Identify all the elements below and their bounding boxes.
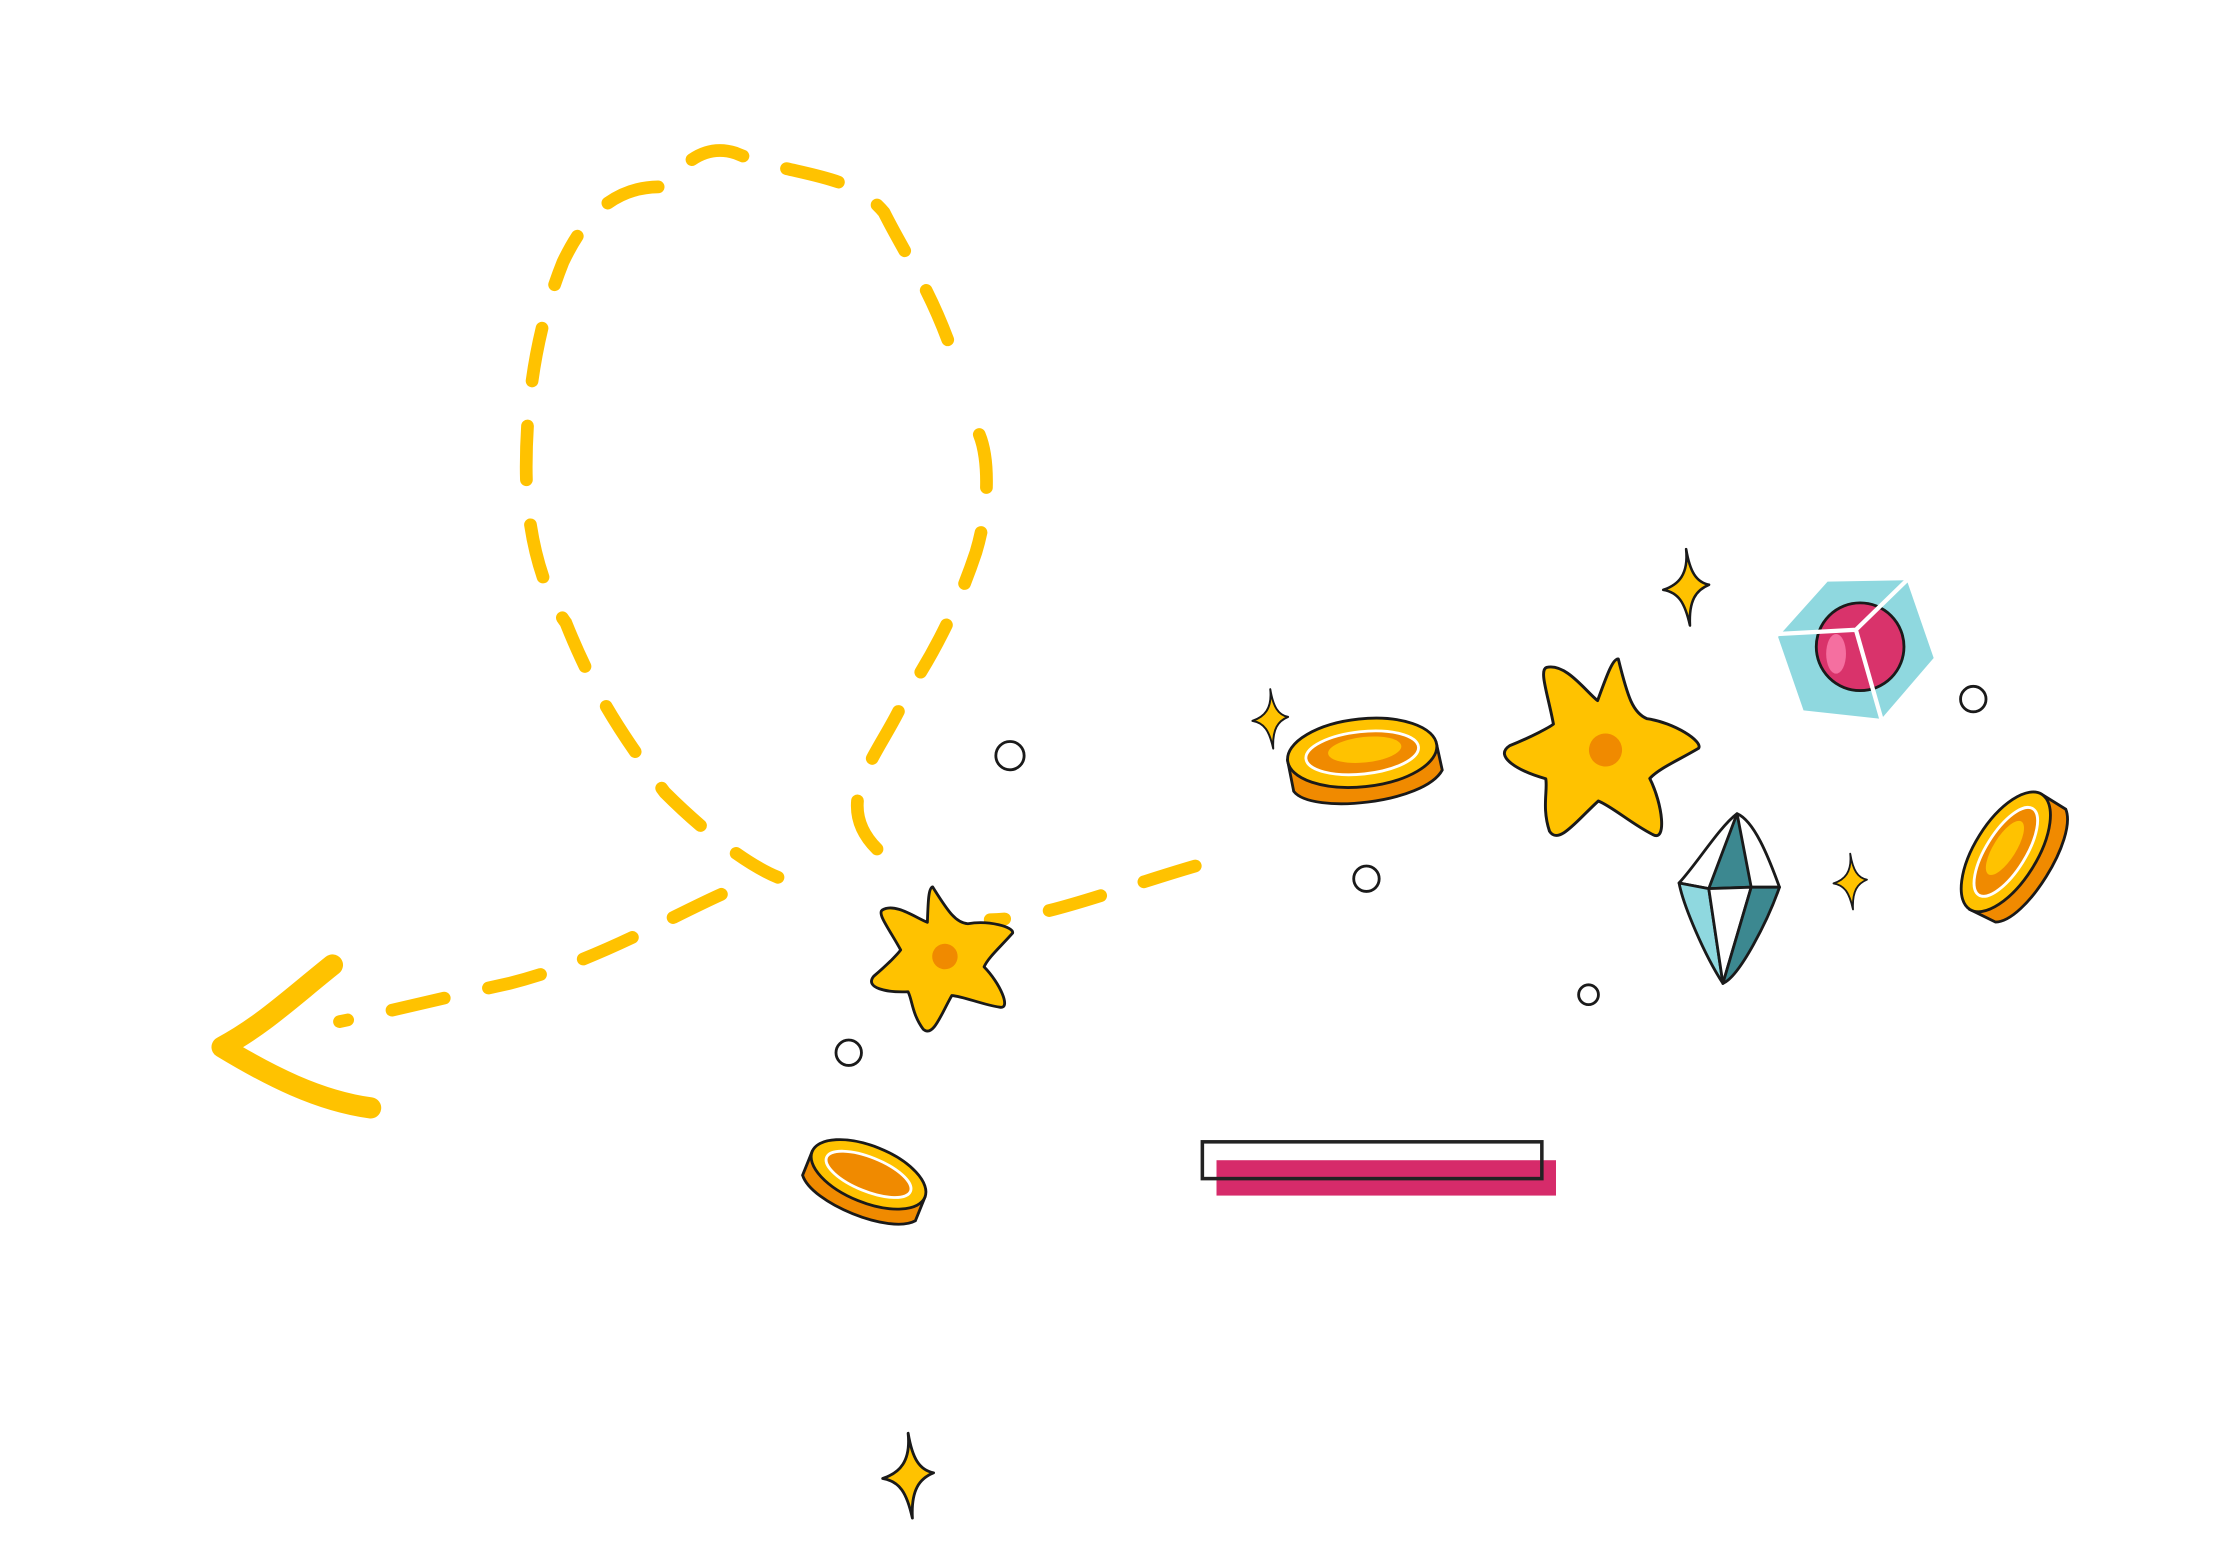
bubble: [1352, 864, 1381, 893]
outline-bar: [1200, 1140, 1544, 1181]
bubble: [1577, 983, 1600, 1007]
bubble: [834, 1038, 863, 1067]
bubbles: [834, 684, 1988, 1067]
sparkle-icon: [1251, 688, 1290, 750]
coin-icon: [801, 1138, 928, 1226]
sparkle-icon: [1832, 852, 1868, 911]
bubble: [1959, 684, 1988, 714]
arrow-head: [211, 954, 382, 1119]
coin-icon: [1959, 790, 2069, 924]
ruby-cube-icon: [1777, 578, 1934, 720]
star-icon: [1503, 657, 1701, 838]
sparkle-icon: [881, 1431, 936, 1520]
dashed-trail: [333, 144, 1202, 1028]
star-icon: [870, 885, 1015, 1033]
coin-icon: [1285, 716, 1444, 806]
bubble: [994, 740, 1026, 772]
sparkle-icon: [1661, 547, 1711, 627]
diamond-icon: [1677, 812, 1781, 985]
